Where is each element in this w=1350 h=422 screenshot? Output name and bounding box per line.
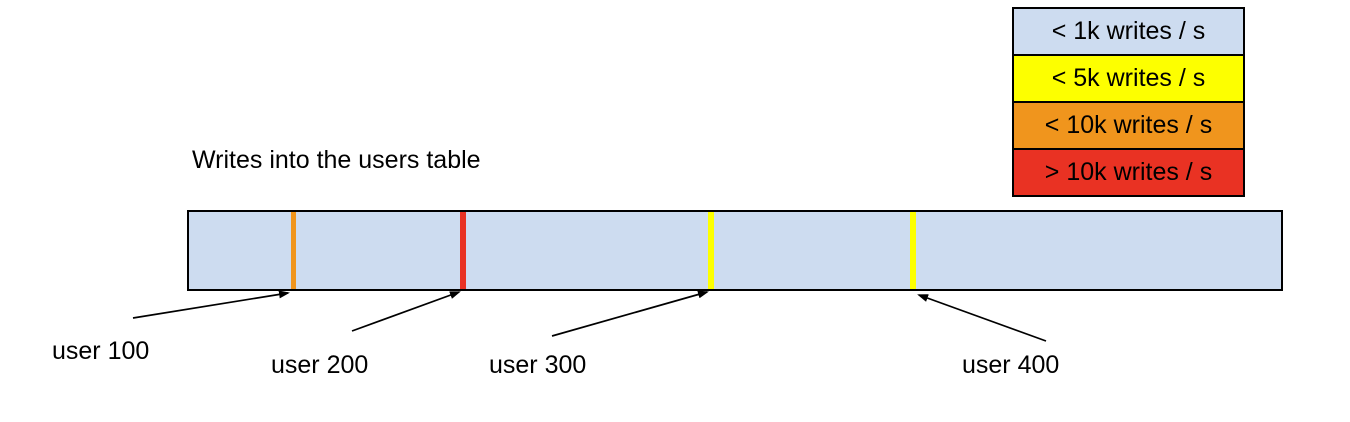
arrow-user-100: [132, 290, 290, 319]
arrow-user-300: [551, 290, 709, 337]
arrow-user-400: [917, 294, 1047, 342]
label-user-100: user 100: [52, 337, 150, 365]
label-user-200: user 200: [271, 351, 369, 379]
legend-item-lt-10k: < 10k writes / s: [1014, 103, 1243, 150]
legend-item-lt-1k: < 1k writes / s: [1014, 9, 1243, 56]
users-table-bar: [187, 210, 1283, 291]
write-tick-user-400: [910, 212, 916, 289]
label-user-300: user 300: [489, 351, 587, 379]
legend-item-lt-5k: < 5k writes / s: [1014, 56, 1243, 103]
write-tick-user-100: [291, 212, 296, 289]
arrow-user-200: [351, 291, 461, 332]
label-user-400: user 400: [962, 351, 1060, 379]
write-rate-legend: < 1k writes / s < 5k writes / s < 10k wr…: [1012, 7, 1245, 197]
diagram-title: Writes into the users table: [192, 146, 481, 174]
legend-item-gt-10k: > 10k writes / s: [1014, 150, 1243, 195]
write-tick-user-300: [708, 212, 714, 289]
write-tick-user-200: [460, 212, 466, 289]
